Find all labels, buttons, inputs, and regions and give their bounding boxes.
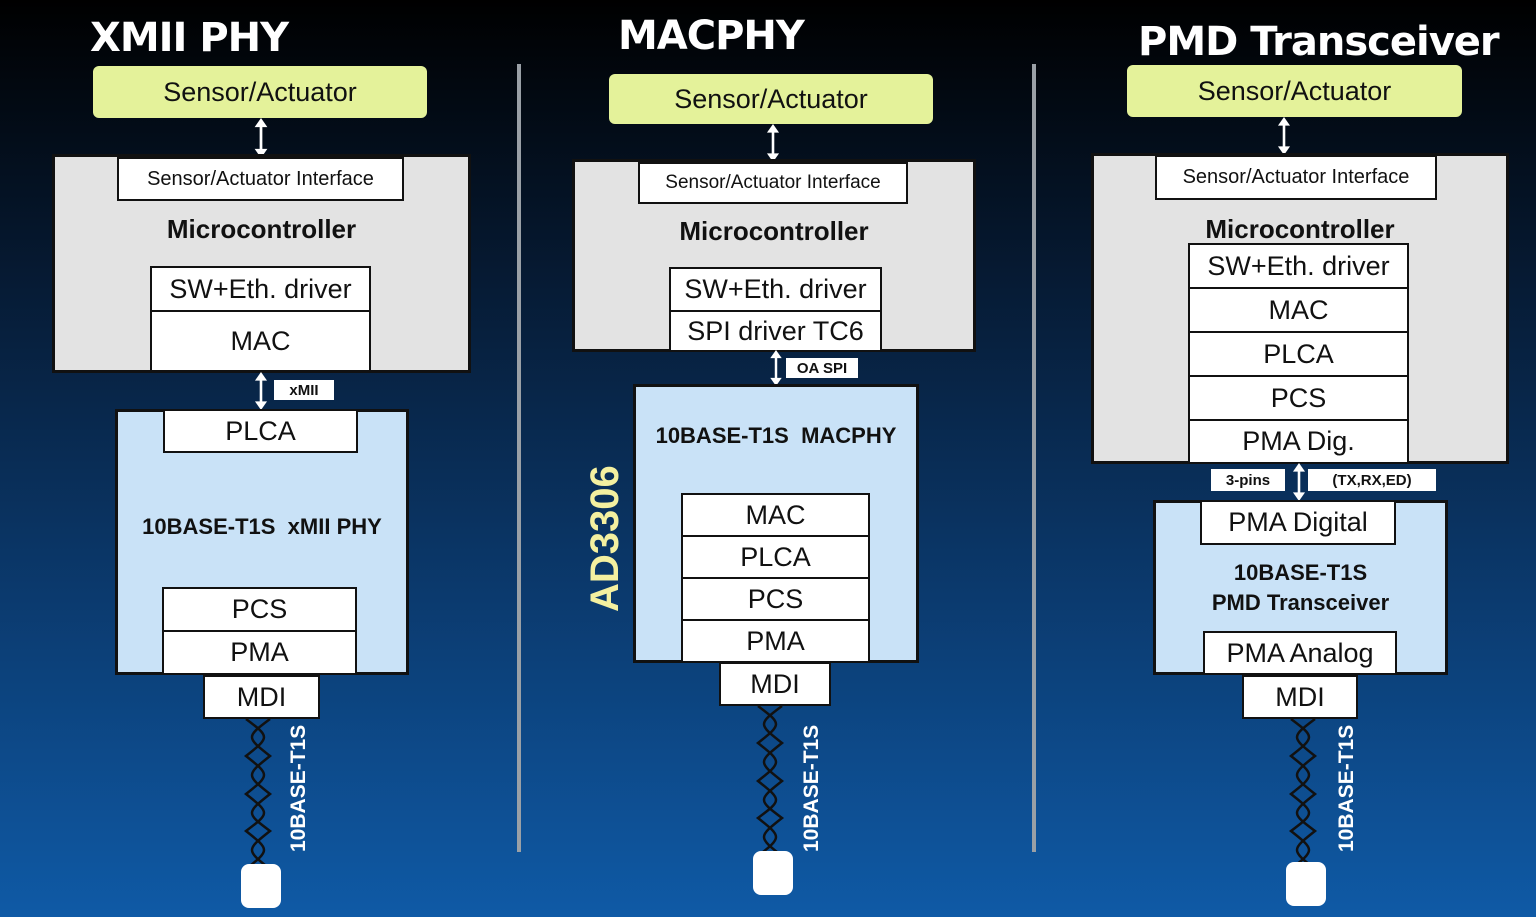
phy-layer-plca: PLCA <box>681 535 870 579</box>
bidirectional-arrow-icon <box>766 350 786 386</box>
sensor-actuator: Sensor/Actuator <box>93 66 427 118</box>
link-tag-tx-rx-ed: (TX,RX,ED) <box>1308 469 1436 491</box>
mcu-layer-sw-eth-driver: SW+Eth. driver <box>669 267 882 312</box>
phy-layer-pma: PMA <box>162 630 357 675</box>
cable-label: 10BASE-T1S <box>800 724 823 852</box>
sensor-actuator: Sensor/Actuator <box>1127 65 1462 117</box>
column-title-xmii-phy: XMII PHY <box>90 15 289 61</box>
link-tag-oa-spi: OA SPI <box>786 358 858 378</box>
link-tag-xmii: xMII <box>274 380 334 400</box>
phy-layer-mac: MAC <box>681 493 870 537</box>
phy-layer-pcs: PCS <box>681 577 870 621</box>
microcontroller-label: Microcontroller <box>1205 214 1395 244</box>
connector-plug-icon <box>241 864 281 908</box>
mcu-layer-pcs: PCS <box>1188 375 1409 421</box>
mdi-box: MDI <box>719 662 831 706</box>
sensor-actuator-interface: Sensor/Actuator Interface <box>117 157 404 201</box>
twisted-pair-cable-icon <box>752 706 788 856</box>
twisted-pair-cable-icon <box>240 719 276 869</box>
chip-name-label: AD3306 <box>583 465 627 612</box>
phy-layer-plca: PLCA <box>163 409 358 453</box>
mdi-box: MDI <box>203 675 320 719</box>
bidirectional-arrow-icon <box>251 118 271 158</box>
link-tag-3-pins: 3-pins <box>1211 469 1285 491</box>
connector-plug-icon <box>1286 862 1326 906</box>
mcu-layer-spi-driver: SPI driver TC6 <box>669 310 882 352</box>
mdi-box: MDI <box>1242 675 1358 719</box>
connector-plug-icon <box>753 851 793 895</box>
bidirectional-arrow-icon <box>1289 463 1309 501</box>
microcontroller-label: Microcontroller <box>166 214 357 244</box>
phy-layer-pma-analog: PMA Analog <box>1203 631 1397 675</box>
pmd-transceiver-label-line2: PMD Transceiver <box>1211 590 1390 615</box>
mcu-layer-pma-dig: PMA Dig. <box>1188 419 1409 464</box>
column-divider-1 <box>517 64 521 852</box>
mcu-layer-mac: MAC <box>1188 287 1409 333</box>
macphy-label: 10BASE-T1S MACPHY <box>655 423 897 448</box>
sensor-actuator-interface: Sensor/Actuator Interface <box>1155 155 1437 200</box>
cable-label: 10BASE-T1S <box>287 724 310 852</box>
column-title-macphy: MACPHY <box>618 13 805 59</box>
phy-layer-pcs: PCS <box>162 587 357 632</box>
column-divider-2 <box>1032 64 1036 852</box>
sensor-actuator: Sensor/Actuator <box>609 74 933 124</box>
sensor-actuator-interface: Sensor/Actuator Interface <box>638 162 908 204</box>
bidirectional-arrow-icon <box>251 372 271 410</box>
bidirectional-arrow-icon <box>763 124 783 162</box>
pmd-transceiver-label-line1: 10BASE-T1S <box>1233 560 1368 585</box>
phy-layer-pma-digital: PMA Digital <box>1200 500 1396 545</box>
bidirectional-arrow-icon <box>1274 117 1294 155</box>
column-title-pmd-transceiver: PMD Transceiver <box>1138 19 1500 65</box>
mcu-layer-sw-eth-driver: SW+Eth. driver <box>1188 243 1409 289</box>
microcontroller-label: Microcontroller <box>679 216 869 246</box>
twisted-pair-cable-icon <box>1285 719 1321 869</box>
cable-label: 10BASE-T1S <box>1335 724 1358 852</box>
xmii-phy-label: 10BASE-T1S xMII PHY <box>142 514 382 539</box>
mcu-layer-sw-eth-driver: SW+Eth. driver <box>150 266 371 312</box>
mcu-layer-mac: MAC <box>150 310 371 372</box>
phy-layer-pma: PMA <box>681 619 870 663</box>
mcu-layer-plca: PLCA <box>1188 331 1409 377</box>
